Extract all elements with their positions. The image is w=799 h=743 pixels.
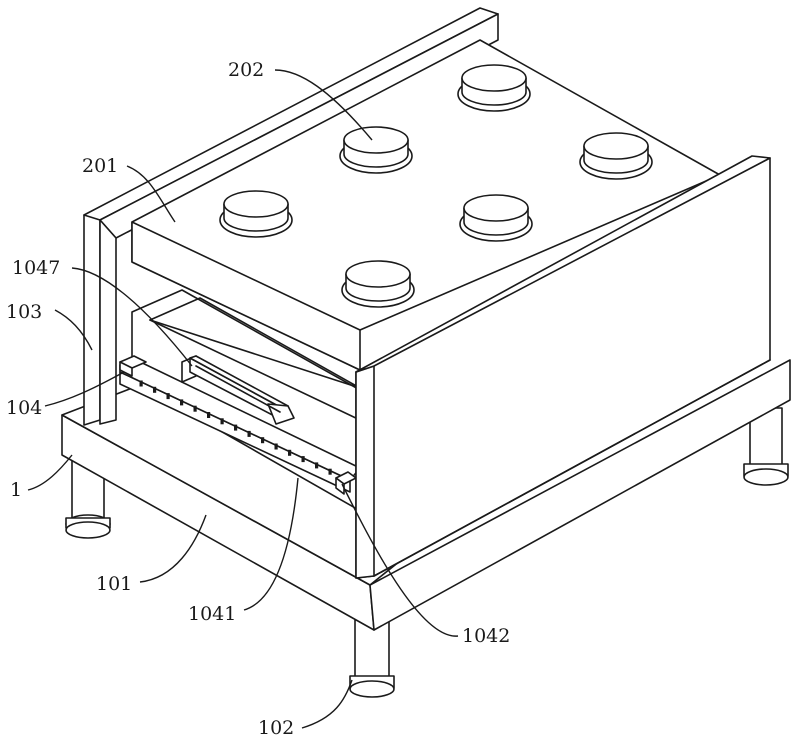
rail-tooth xyxy=(289,450,291,455)
button-6 xyxy=(342,261,414,307)
label-202: 202 xyxy=(228,59,264,81)
rail-tooth xyxy=(262,438,264,443)
rail-tooth xyxy=(235,425,237,430)
label-1: 1 xyxy=(10,479,22,501)
rail-tooth xyxy=(208,413,210,418)
rail-tooth xyxy=(154,387,156,392)
rail-tooth xyxy=(275,444,277,449)
rail-tooth xyxy=(181,400,183,405)
rail-tooth xyxy=(221,419,223,424)
label-104: 104 xyxy=(6,397,42,419)
label-1041: 1041 xyxy=(188,603,236,625)
rail-tooth xyxy=(140,381,142,386)
button-2 xyxy=(340,127,412,173)
button-5 xyxy=(460,195,532,241)
label-103: 103 xyxy=(6,301,42,323)
rail-tooth xyxy=(248,431,250,436)
rail-tooth xyxy=(302,457,304,462)
button-3 xyxy=(580,133,652,179)
rail-tooth xyxy=(329,469,331,474)
label-102: 102 xyxy=(258,717,294,739)
rail-tooth xyxy=(167,394,169,399)
button-4 xyxy=(220,191,292,237)
label-1047: 1047 xyxy=(12,257,60,279)
leg-front xyxy=(350,620,394,697)
button-1 xyxy=(458,65,530,111)
rail-tooth xyxy=(194,406,196,411)
rail-tooth xyxy=(316,463,318,468)
label-101: 101 xyxy=(96,573,132,595)
label-201: 201 xyxy=(82,155,118,177)
label-1042: 1042 xyxy=(462,625,510,647)
